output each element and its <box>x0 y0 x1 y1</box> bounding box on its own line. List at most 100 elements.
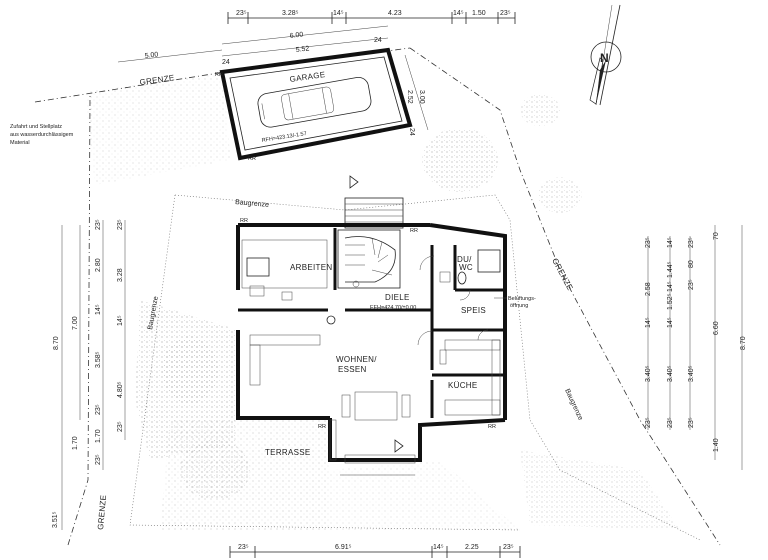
left-dimensions: 8.70 7.00 1.70 3.51⁵ 23⁵ 2.80 14⁵ 3.58⁵ … <box>52 219 126 530</box>
dim-lc2-7: 23⁵ <box>95 454 102 465</box>
material-note: Zufahrt und Stellplatz aus wasserdurchlä… <box>10 124 74 146</box>
dim-rc4-2: 6.60 <box>713 321 720 335</box>
dim-garage-depth-b: 2.52 <box>406 90 413 104</box>
room-wohnen-2: ESSEN <box>338 365 367 374</box>
staircase <box>337 229 401 289</box>
dim-rc3-5: 23⁵ <box>688 417 695 428</box>
dim-left-mid: 7.00 <box>72 316 79 330</box>
note-line-1: Zufahrt und Stellplatz <box>10 124 62 130</box>
dim-garage-inner: 5.52 <box>295 45 309 54</box>
dim-rc1-5: 23⁵ <box>645 417 652 428</box>
dim-right-total: 8.70 <box>740 336 747 350</box>
dim-bottom-1: 23⁵ <box>238 544 249 551</box>
bottom-dimension-chain: 23⁵ 6.91⁵ 14⁵ 2.25 23⁵ <box>229 544 521 558</box>
dim-rc3-1: 23⁵ <box>688 237 695 248</box>
house-plan: ARBEITEN DIELE EFH=424.70/±0.00 DU/ WC S… <box>236 175 536 476</box>
dim-left-bottom: 1.70 <box>72 436 79 450</box>
dim-lc3-4: 4.80⁵ <box>117 381 124 398</box>
dim-lc2-6: 1.70 <box>95 429 102 443</box>
dim-garage-outer: 6.00 <box>289 31 303 40</box>
room-diele-level: EFH=424.70/±0.00 <box>370 305 416 311</box>
dim-setback: 5.00 <box>144 51 158 60</box>
grenze-left-label: GRENZE <box>96 494 108 530</box>
dim-rc3-3: 23⁵ <box>688 279 695 290</box>
rr-mark-1: RR <box>248 156 256 162</box>
dim-rc3-2: 80 <box>688 260 695 268</box>
dim-top-6: 1.50 <box>472 10 486 17</box>
dim-bottom-2: 6.91⁵ <box>335 544 352 551</box>
bathroom-fixtures <box>439 249 501 285</box>
dim-garage-wall: 24 <box>408 128 415 136</box>
room-kueche: KÜCHE <box>448 381 478 390</box>
note-line-2: aus wasserdurchlässigem <box>10 132 74 138</box>
dim-rc2-6: 3.40⁵ <box>667 365 674 382</box>
room-speis: SPEIS <box>461 306 486 315</box>
note-line-3: Material <box>10 140 30 146</box>
dim-lc2-1: 23⁵ <box>95 219 102 230</box>
dim-bottom-4: 2.25 <box>465 544 479 551</box>
dim-top-1: 23⁵ <box>236 10 247 17</box>
ground-texture <box>85 72 680 530</box>
dim-top-3: 14⁵ <box>333 10 344 17</box>
dim-rc4-1: 70 <box>713 232 720 240</box>
dim-lc3-1: 23⁵ <box>117 219 124 230</box>
rr-mark-3: RR <box>240 218 248 224</box>
dim-rc3-4: 3.40⁵ <box>688 365 695 382</box>
dim-top-7: 23⁵ <box>500 10 511 17</box>
dim-rc2-7: 23⁵ <box>667 417 674 428</box>
dim-rc2-5: 14⁵ <box>667 317 674 328</box>
dim-left-corner: 3.51⁵ <box>52 511 59 528</box>
living-furniture <box>249 334 416 476</box>
dim-lc2-5: 23⁵ <box>95 404 102 415</box>
entrance-steps <box>344 175 404 229</box>
baugrenze-right-label: Baugrenze <box>563 388 584 422</box>
dim-bottom-3: 14⁵ <box>433 544 444 551</box>
right-dimensions: 23⁵ 2.58 14⁵ 3.40⁵ 23⁵ 14⁵ 1.44⁵ 14⁵ 1.5… <box>645 225 747 470</box>
room-duwc-2: WC <box>459 263 473 272</box>
kitchen-fixtures <box>439 339 501 416</box>
rr-mark-2: RR <box>215 72 223 78</box>
dim-rc2-1: 14⁵ <box>667 237 674 248</box>
dim-lc3-5: 23⁵ <box>117 421 124 432</box>
dim-rc1-1: 23⁵ <box>645 237 652 248</box>
rr-mark-4: RR <box>410 228 418 234</box>
room-diele: DIELE <box>385 293 410 302</box>
dim-rc2-2: 1.44⁵ <box>667 261 674 278</box>
dim-bottom-5: 23⁵ <box>503 544 514 551</box>
vent-label-2: öffnung <box>510 303 528 309</box>
dim-lc2-2: 2.80 <box>95 258 102 272</box>
door-swings <box>329 255 489 461</box>
dim-top-2: 3.28⁵ <box>282 10 299 17</box>
dim-lc2-3: 14⁵ <box>95 304 102 315</box>
desk-furniture <box>241 239 336 325</box>
dim-garage-depth: 3.00 <box>418 90 425 104</box>
vent-label-1: Belüftungs- <box>508 296 536 302</box>
garage: GARAGE RFH=423.13/-1.57 5.00 6.00 5.52 2… <box>117 25 429 162</box>
room-duwc-1: DU/ <box>457 255 472 264</box>
dim-rc2-4: 1.52⁵ <box>667 293 674 310</box>
dim-rc1-3: 14⁵ <box>645 317 652 328</box>
rr-mark-5: RR <box>318 424 326 430</box>
car-icon <box>257 76 372 128</box>
dim-rc2-3: 14⁵ <box>667 281 674 292</box>
north-arrow: N <box>589 4 622 106</box>
dim-left-total: 8.70 <box>53 336 60 350</box>
dim-rc1-4: 3.40⁵ <box>645 365 652 382</box>
room-arbeiten: ARBEITEN <box>290 263 332 272</box>
dim-top-5: 14⁵ <box>453 10 464 17</box>
dim-lc2-4: 3.58⁵ <box>95 351 102 368</box>
grenze-right-label: GRENZE <box>550 257 574 292</box>
dim-garage-a: 24 <box>222 59 230 66</box>
baugrenze-top-label: Baugrenze <box>235 199 269 209</box>
dim-rc1-2: 2.58 <box>645 282 652 296</box>
top-dimension-chain: 23⁵ 3.28⁵ 14⁵ 4.23 14⁵ 1.50 23⁵ <box>227 10 516 24</box>
room-terrasse: TERRASSE <box>265 448 311 457</box>
north-label: N <box>600 51 609 65</box>
rr-mark-6: RR <box>488 424 496 430</box>
dim-top-4: 4.23 <box>388 10 402 17</box>
dim-garage-b: 24 <box>374 37 382 44</box>
dim-lc3-2: 3.28 <box>117 268 124 282</box>
dim-rc4-3: 1.40 <box>713 438 720 452</box>
dim-lc3-3: 14⁵ <box>117 315 124 326</box>
